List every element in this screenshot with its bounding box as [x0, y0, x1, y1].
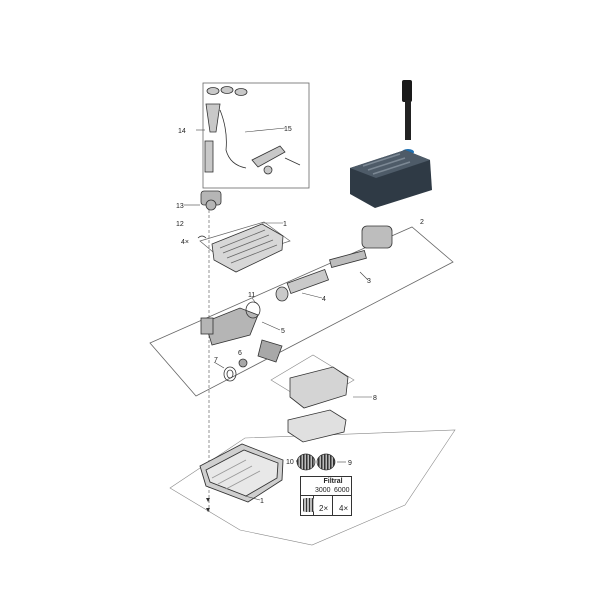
label-part-12: 12 — [176, 221, 184, 228]
pump-product-illustration — [350, 80, 432, 208]
filtral-table: Filtral 3000 6000 2× 4× — [300, 476, 352, 516]
label-part-8: 8 — [373, 395, 377, 402]
nozzle-a-icon — [206, 87, 220, 95]
housing-frame — [169, 429, 456, 546]
label-part-1-cover: 1 — [283, 221, 287, 228]
label-part-5: 5 — [281, 328, 285, 335]
table-col-3000: 3000 — [315, 487, 331, 494]
hose-icon — [219, 109, 247, 169]
label-part-9: 9 — [348, 460, 352, 467]
outlet-adapter-part — [200, 307, 259, 346]
table-title: Filtral — [323, 478, 343, 485]
label-part-7: 7 — [214, 357, 218, 364]
table-col-6000: 6000 — [334, 487, 350, 494]
table-value-6000: 4× — [339, 504, 349, 513]
clip-icon — [197, 235, 207, 239]
drain-arrows — [206, 498, 210, 512]
label-part-11: 11 — [248, 292, 255, 299]
filter-cartridge-icon — [303, 498, 314, 512]
label-qty-12: 4× — [181, 239, 189, 246]
pump-cover-part — [211, 223, 284, 273]
pump-assembly-frame — [149, 226, 454, 397]
filter-cartridge-part — [296, 453, 336, 471]
connector-tube-part — [275, 269, 330, 302]
t-piece-part — [200, 190, 222, 211]
nozzle-c-icon — [234, 88, 248, 96]
filter-sponge-part — [287, 366, 349, 443]
tube-end-icon — [284, 157, 301, 166]
label-part-1-base: 1 — [260, 498, 264, 505]
label-part-3: 3 — [367, 278, 371, 285]
spray-tube-icon — [251, 145, 286, 168]
label-part-6: 6 — [238, 350, 242, 357]
label-part-2: 2 — [420, 219, 424, 226]
label-part-15: 15 — [284, 126, 292, 133]
pump-motor-part — [329, 225, 393, 269]
label-part-10: 10 — [286, 459, 294, 466]
table-value-3000: 2× — [319, 504, 329, 513]
adapter-icon — [263, 165, 273, 175]
nozzle-b-icon — [220, 86, 234, 94]
housing-base-part — [199, 443, 284, 503]
impeller-part — [238, 339, 283, 368]
seal-part — [223, 366, 237, 382]
label-part-13: 13 — [176, 203, 184, 210]
fountain-nozzles — [204, 86, 301, 175]
fountain-parts-frame — [202, 82, 310, 189]
label-part-14: 14 — [178, 128, 186, 135]
bell-nozzle-icon — [205, 103, 221, 133]
label-part-4: 4 — [322, 296, 326, 303]
extension-tube-icon — [204, 140, 214, 173]
o-ring-icon — [245, 301, 261, 319]
